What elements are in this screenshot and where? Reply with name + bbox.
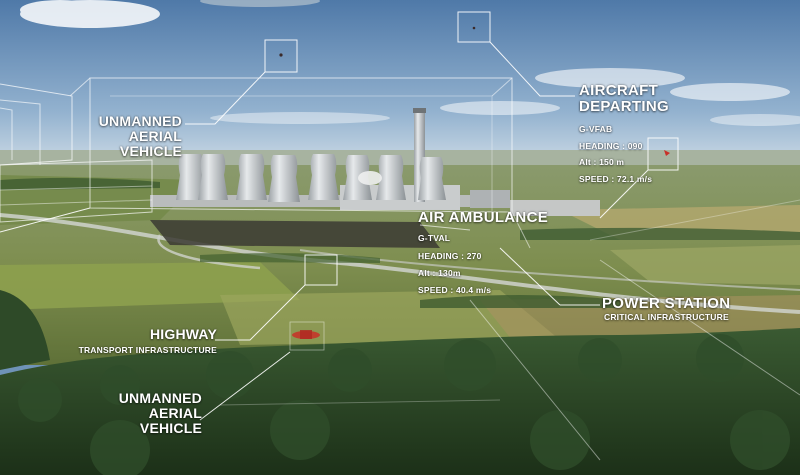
- uav-top-label: UNMANNED AERIAL VEHICLE: [78, 114, 182, 159]
- uav-bottom-label: UNMANNED AERIAL VEHICLE: [98, 391, 202, 436]
- air-ambulance-speed: SPEED : 40.4 m/s: [418, 285, 492, 295]
- aircraft-speed: SPEED : 72.1 m/s: [579, 174, 653, 184]
- power-station-subtitle: CRITICAL INFRASTRUCTURE: [604, 312, 729, 322]
- aircraft-heading: HEADING : 090: [579, 141, 643, 151]
- aircraft-callsign: G-VFAB: [579, 124, 613, 134]
- aircraft-altitude: Alt : 150 m: [579, 157, 625, 167]
- air-ambulance-callsign: G-TVAL: [418, 233, 451, 243]
- air-ambulance-title: AIR AMBULANCE: [418, 209, 549, 226]
- uav-top-line1: UNMANNED: [98, 113, 182, 129]
- highway-title: HIGHWAY: [149, 326, 217, 342]
- power-station-title: POWER STATION: [602, 295, 731, 312]
- uav-bottom-line1: UNMANNED: [118, 390, 202, 406]
- aircraft-departing-title: AIRCRAFT DEPARTING: [579, 83, 669, 115]
- uav-top-line3: VEHICLE: [119, 143, 182, 159]
- aircraft-title-line1: AIRCRAFT: [579, 82, 659, 99]
- uav-bottom-line2: AERIAL: [148, 405, 202, 421]
- aircraft-title-line2: DEPARTING: [579, 98, 669, 115]
- air-ambulance-heading: HEADING : 270: [418, 251, 482, 261]
- uav-top-line2: AERIAL: [128, 128, 182, 144]
- air-ambulance-altitude: Alt : 130m: [418, 268, 461, 278]
- highway-subtitle: TRANSPORT INFRASTRUCTURE: [78, 345, 217, 355]
- uav-bottom-line3: VEHICLE: [139, 420, 202, 436]
